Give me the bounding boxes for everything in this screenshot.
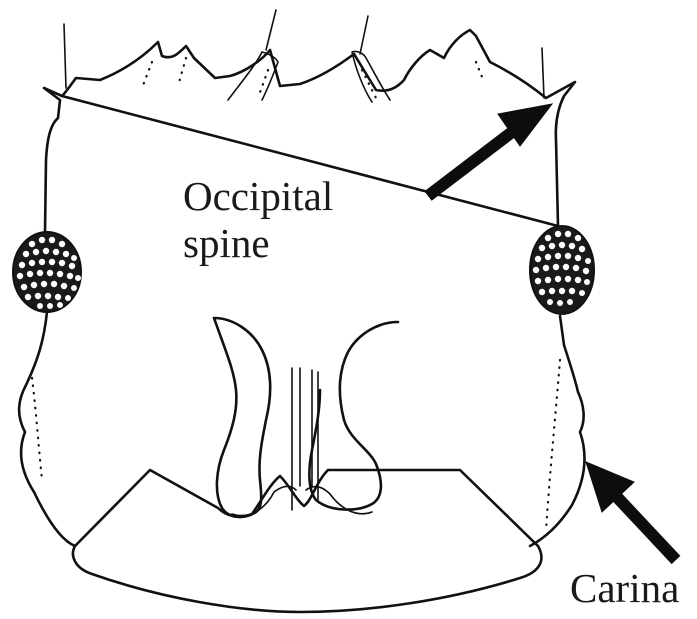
clypeus-plate bbox=[73, 470, 541, 612]
seta-4 bbox=[542, 48, 544, 98]
occipital-spine-label-line1: Occipital bbox=[183, 173, 333, 219]
mandible-notch-left bbox=[232, 486, 296, 515]
eye-right bbox=[530, 226, 594, 314]
carina-dotline-right bbox=[546, 360, 560, 530]
dotline-spine-3 bbox=[258, 70, 268, 98]
seta-2 bbox=[266, 10, 276, 50]
antennal-lobe-right bbox=[309, 322, 398, 510]
spine-left bbox=[228, 52, 278, 100]
antennal-lobe-left bbox=[214, 318, 270, 517]
seta-1 bbox=[64, 24, 66, 88]
occipital-spine-label-line2: spine bbox=[183, 220, 270, 266]
dotline-spine-1 bbox=[142, 62, 152, 88]
dotline-spine-4 bbox=[362, 70, 376, 98]
carina-dotline-left bbox=[32, 378, 42, 480]
carina-label: Carina bbox=[570, 565, 679, 611]
dotline-spine-2 bbox=[178, 58, 186, 86]
eye-left bbox=[13, 232, 81, 312]
seta-3 bbox=[360, 16, 368, 54]
head-capsule-outline bbox=[19, 30, 584, 546]
dotline-spine-5 bbox=[476, 62, 484, 82]
arrow-up-right-icon bbox=[428, 104, 552, 196]
arrow-up-left-icon bbox=[586, 462, 676, 560]
